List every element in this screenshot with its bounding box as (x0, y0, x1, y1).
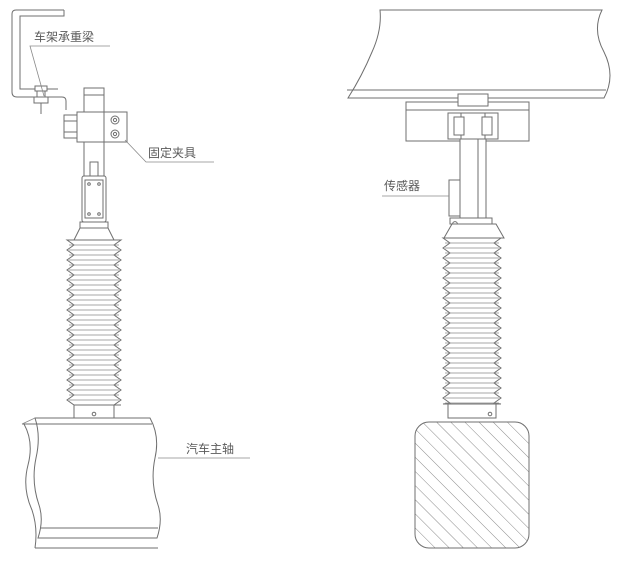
sensor-box (448, 179, 461, 217)
label-sensor: 传感器 (384, 178, 420, 193)
label-main-axle: 汽车主轴 (186, 441, 234, 456)
axle-section (414, 421, 530, 549)
frame-beam-left (11, 9, 67, 110)
right-view (347, 9, 611, 549)
frame-beam-right (347, 9, 611, 99)
main-axle (33, 417, 161, 539)
sensor-rod-right (459, 138, 487, 222)
left-view (11, 9, 250, 549)
bellows-left (65, 239, 123, 406)
label-fixing-clamp: 固定夹具 (148, 145, 196, 160)
label-frame-beam: 车架承重梁 (34, 29, 94, 44)
bellows-right (441, 237, 503, 405)
bellowsRight-outline (441, 237, 503, 405)
bolt (33, 85, 49, 114)
bellowsLeft-outline (65, 239, 123, 406)
sensor-window (81, 175, 107, 223)
fixing-clamp (63, 111, 128, 143)
